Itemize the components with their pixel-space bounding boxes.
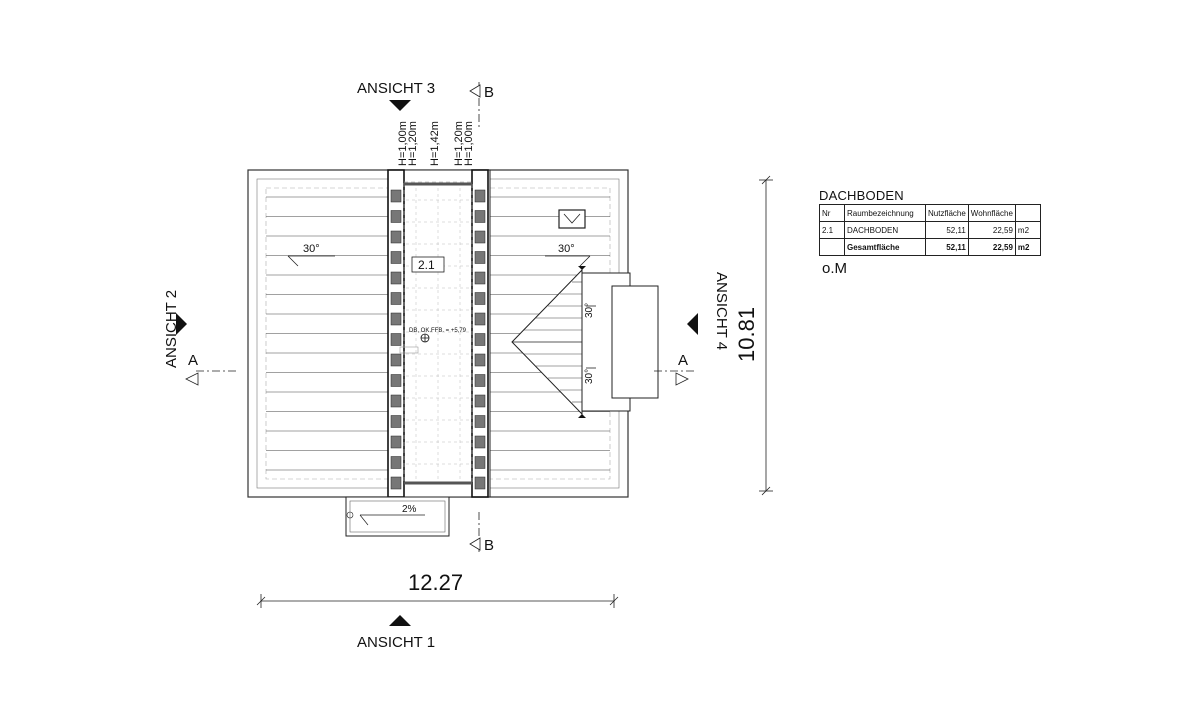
section-line-a: A A: [185, 352, 696, 386]
beam-block: [474, 333, 486, 346]
beam-blocks: [390, 189, 486, 490]
room-tag-box: [411, 256, 445, 273]
view-marker-3: ANSICHT 3: [357, 80, 435, 111]
view-marker-1: ANSICHT 1: [357, 615, 435, 651]
table-header: Nr: [819, 204, 845, 222]
beam-block: [390, 353, 402, 367]
beam-block: [474, 312, 486, 326]
view-label-2: ANSICHT 2: [163, 290, 180, 368]
entrance-canopy: 2%: [345, 496, 450, 537]
side-dormer: 30° 30°: [511, 266, 659, 418]
section-label-b-top: B: [484, 84, 494, 101]
beam-block: [474, 230, 486, 244]
height-label: H=1,20m: [407, 121, 419, 166]
pitch-marker-left: 30°: [287, 243, 335, 267]
beam-block: [474, 435, 486, 449]
cell-unit: m2: [1014, 221, 1041, 239]
view-label-1: ANSICHT 1: [357, 634, 435, 651]
cell-empty: [819, 238, 845, 256]
height-label: H=1,00m: [397, 121, 409, 166]
skylight-icon: [558, 209, 586, 229]
beam-block: [474, 210, 486, 223]
beam-block: [474, 476, 486, 490]
cell-nutz: 52,11: [925, 221, 969, 239]
beam-block: [474, 189, 486, 203]
beam-block: [390, 476, 402, 490]
pitch-label: 30°: [584, 303, 595, 318]
height-label: H=1,00m: [463, 121, 475, 166]
level-marker-icon: [420, 333, 430, 343]
beam-block: [390, 435, 402, 449]
beam-block: [390, 415, 402, 428]
view-marker-4: ANSICHT 4: [687, 272, 730, 350]
view-marker-2: ANSICHT 2: [163, 290, 187, 368]
pitch-marker-right: 30°: [545, 243, 591, 267]
dimension-width-label: 12.27: [408, 570, 463, 595]
view-label-3: ANSICHT 3: [357, 80, 435, 97]
section-label-b-bottom: B: [484, 537, 494, 554]
level-note: DB, OK.FFB. = +5,79: [409, 328, 467, 334]
table-header: Raumbezeichnung: [844, 204, 926, 222]
height-labels: H=1,00m H=1,20m H=1,42m H=1,20m H=1,00m: [397, 121, 475, 166]
beam-block: [390, 230, 402, 244]
beam-block: [474, 292, 486, 305]
table-header: Wohnfläche: [967, 204, 1016, 222]
cell-total-unit: m2: [1014, 238, 1041, 256]
beam-block: [474, 374, 486, 387]
inner-slab: [403, 181, 473, 485]
dimension-depth-label: 10.81: [734, 307, 759, 362]
table-header: Nutzfläche: [925, 204, 969, 222]
table-header: [1014, 204, 1041, 222]
area-table: Nr Raumbezeichnung Nutzfläche Wohnfläche…: [819, 204, 1041, 256]
dimension-width: 12.27: [256, 570, 619, 608]
view-label-4: ANSICHT 4: [713, 272, 730, 350]
stair-mark: [399, 346, 419, 354]
beam-block: [390, 271, 402, 285]
slope-label: 2%: [402, 504, 417, 515]
pitch-label: 30°: [584, 369, 595, 384]
cell-nr: 2.1: [819, 221, 845, 239]
beam-block: [474, 456, 486, 469]
beam-block: [390, 210, 402, 223]
room-tag: 2.1: [418, 258, 435, 272]
section-line-b: B B: [469, 82, 494, 554]
cell-total-wohn: 22,59: [967, 238, 1016, 256]
table-row: 2.1 DACHBODEN 52,11 22,59 m2: [819, 221, 1041, 239]
cell-total-nutz: 52,11: [925, 238, 969, 256]
section-label-a-left: A: [188, 352, 198, 369]
beam-block: [390, 374, 402, 387]
table-header-row: Nr Raumbezeichnung Nutzfläche Wohnfläche: [819, 204, 1041, 222]
cell-wohn: 22,59: [967, 221, 1016, 239]
height-label: H=1,42m: [429, 121, 441, 166]
beam-block: [390, 189, 402, 203]
beam-block: [474, 415, 486, 428]
cell-total-label: Gesamtfläche: [844, 238, 926, 256]
dimension-depth: 10.81: [734, 175, 773, 496]
height-label: H=1,20m: [453, 121, 465, 166]
section-label-a-right: A: [678, 352, 688, 369]
pitch-label: 30°: [303, 243, 320, 255]
beam-block: [474, 394, 486, 408]
room-area-table: DACHBODEN Nr Raumbezeichnung Nutzfläche …: [819, 188, 1041, 256]
beam-block: [474, 271, 486, 285]
beam-block: [390, 251, 402, 264]
pitch-label: 30°: [558, 243, 575, 255]
beam-block: [390, 312, 402, 326]
table-total-row: Gesamtfläche 52,11 22,59 m2: [819, 238, 1041, 256]
beam-block: [474, 251, 486, 264]
cell-name: DACHBODEN: [844, 221, 926, 239]
beam-block: [390, 456, 402, 469]
room-table-title: DACHBODEN: [819, 188, 904, 203]
beam-block: [390, 333, 402, 346]
scale-note: o.M: [822, 260, 848, 277]
beam-block: [390, 292, 402, 305]
beam-block: [390, 394, 402, 408]
beam-block: [474, 353, 486, 367]
